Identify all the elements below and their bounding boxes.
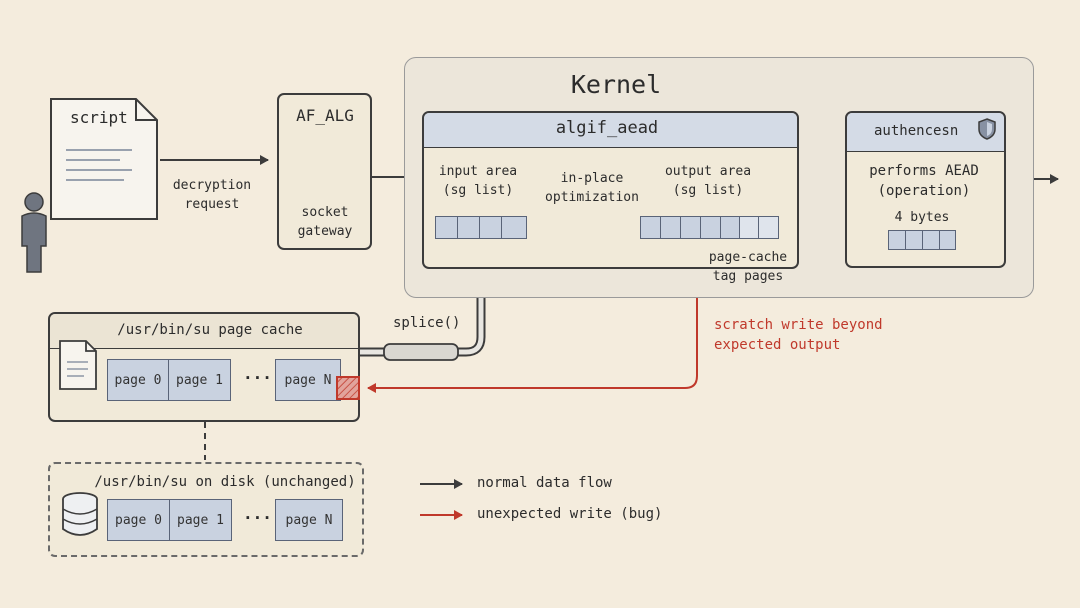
in-place-line1: in-place	[560, 171, 624, 186]
byte-cell	[939, 230, 956, 250]
user-icon	[21, 192, 47, 273]
input-cell	[435, 216, 458, 239]
tag-pages-line1: page-cache	[708, 250, 788, 265]
output-cell	[660, 216, 681, 239]
corrupted-bytes-marker	[336, 376, 360, 400]
cache-page-n: page N	[275, 359, 341, 401]
af-alg-sub-line2: gateway	[297, 224, 353, 239]
authencesn-desc-line2: (operation)	[877, 183, 971, 199]
input-cell	[457, 216, 480, 239]
legend-normal-label: normal data flow	[477, 475, 612, 491]
decryption-label-line1: decryption	[172, 178, 252, 193]
document-icon	[50, 98, 158, 220]
scratch-write-line2: expected output	[714, 337, 841, 353]
tag-page-cell	[758, 216, 779, 239]
tag-page-cell	[739, 216, 759, 239]
byte-cell	[905, 230, 923, 250]
af-alg-title: AF_ALG	[296, 106, 354, 125]
disk-title: /usr/bin/su on disk (unchanged)	[94, 474, 356, 490]
byte-cell	[922, 230, 940, 250]
decryption-request-label: decryption request	[173, 176, 251, 214]
tag-pages-label: page-cache tag pages	[709, 248, 787, 286]
four-bytes-label: 4 bytes	[894, 210, 950, 225]
cache-page-0: page 0	[107, 359, 169, 401]
database-icon	[62, 492, 98, 536]
algif-aead-title: algif_aead	[555, 118, 659, 138]
output-area-label: output area (sg list)	[665, 162, 751, 200]
kernel-title: Kernel	[570, 70, 662, 99]
output-cell	[700, 216, 721, 239]
af-alg-subtitle: socket gateway	[298, 203, 353, 241]
page-cache-header	[50, 314, 358, 349]
scratch-write-arrow	[367, 240, 698, 393]
in-place-label: in-place optimization	[545, 169, 639, 207]
tag-pages-line2: tag pages	[712, 269, 784, 284]
legend-bug-label: unexpected write (bug)	[477, 506, 663, 522]
input-area-label: input area (sg list)	[439, 162, 517, 200]
algif-aead-header	[424, 113, 797, 148]
input-area-line1: input area	[438, 164, 518, 179]
byte-cell	[888, 230, 906, 250]
output-cell	[720, 216, 740, 239]
script-document: script	[50, 98, 158, 220]
algif-aead-box	[422, 111, 799, 269]
input-cell	[501, 216, 527, 239]
authencesn-desc: performs AEAD (operation)	[869, 161, 979, 201]
decryption-label-line2: request	[184, 197, 240, 212]
output-cell	[640, 216, 661, 239]
input-cell	[479, 216, 502, 239]
file-icon	[59, 340, 97, 390]
cache-page-1: page 1	[168, 359, 231, 401]
disk-page-n: page N	[275, 499, 343, 541]
in-place-line2: optimization	[545, 190, 639, 205]
input-area-line2: (sg list)	[442, 183, 514, 198]
page-cache-title: /usr/bin/su page cache	[117, 322, 303, 338]
authencesn-desc-line1: performs AEAD	[869, 163, 979, 179]
splice-label: splice()	[393, 315, 461, 331]
scratch-write-line1: scratch write beyond	[714, 317, 883, 333]
script-label: script	[70, 108, 128, 127]
disk-page-1: page 1	[169, 499, 232, 541]
output-area-line1: output area	[664, 164, 752, 179]
authencesn-header	[847, 113, 1004, 152]
output-area-line2: (sg list)	[672, 183, 744, 198]
af-alg-sub-line1: socket	[301, 205, 349, 220]
disk-page-0: page 0	[107, 499, 170, 541]
authencesn-title: authencesn	[874, 123, 959, 139]
output-cell	[680, 216, 701, 239]
scratch-write-label: scratch write beyond expected output	[714, 315, 883, 355]
disk-ellipsis: ...	[243, 504, 272, 523]
af-alg-box	[277, 93, 372, 250]
cache-ellipsis: ...	[243, 364, 272, 383]
shield-icon	[978, 118, 996, 140]
